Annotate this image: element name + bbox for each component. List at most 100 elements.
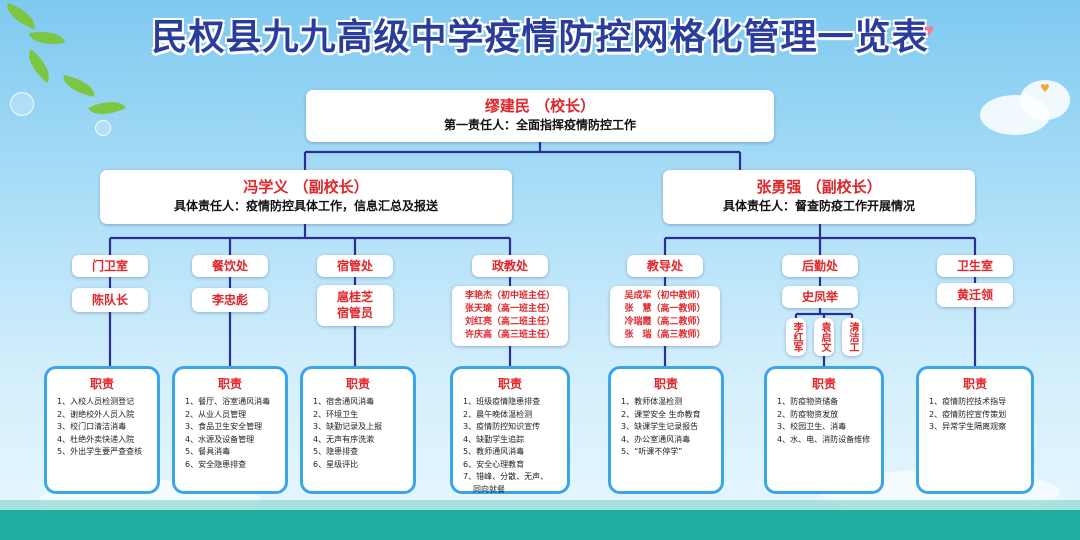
duty-box-logistics: 职责 1、防疫物资储备 2、防疫物资发放 3、校园卫生、消毒 4、水、电、消防设…	[764, 366, 884, 494]
person-box: 扈桂芝 宿管员	[317, 285, 393, 326]
staff-line: 张 慧（高一教师）	[624, 304, 706, 314]
duty-box-academic-affairs: 职责 1、教师体温检测 2、课堂安全 生命教育 3、缺课学生记录报告 4、办公室…	[608, 366, 724, 494]
person-box: 李忠彪	[192, 288, 268, 312]
dept-logistics: 后勤处	[782, 255, 858, 277]
duty-box-clinic: 职责 1、疫情防控技术指导 2、疫情防控宣传策划 3、异常学生隔离观察	[916, 366, 1034, 494]
duty-item: 2、防疫物资发放	[777, 409, 839, 419]
duty-item: 4、杜绝外卖快递入院	[57, 434, 135, 444]
logistics-sub-name: 袁启文	[819, 322, 830, 352]
principal-box: 缪建民 （校长） 第一责任人：全面指挥疫情防控工作	[306, 90, 774, 142]
duty-item: 2、课堂安全 生命教育	[621, 409, 701, 419]
logistics-sub-box: 袁启文	[814, 318, 834, 356]
duty-box-gatehouse: 职责 1、入校人员检测登记 2、谢绝校外人员入院 3、校门口清洁消毒 4、杜绝外…	[44, 366, 160, 494]
vice-principal-box: 张勇强 （副校长） 具体责任人：督查防疫工作开展情况	[663, 170, 975, 224]
duty-item: 5、隐患排查	[313, 447, 359, 456]
duty-title: 职责	[217, 377, 242, 391]
duty-item: 2、从业人员管理	[185, 409, 247, 419]
vice-principal-name: 冯学义 （副校长）	[243, 178, 369, 196]
duty-box-political-education: 职责 1、班级疫情隐患排查 2、晨午晚体温检测 3、疫情防控知识宣传 4、缺勤学…	[450, 366, 570, 494]
staff-line: 张 瑞（高三教师）	[624, 330, 706, 340]
duty-title: 职责	[345, 377, 370, 391]
person-role: 宿管员	[336, 306, 373, 320]
staff-box: 李艳杰（初中班主任） 张天瑜（高一班主任） 刘红亮（高二班主任） 许庆高（高三班…	[452, 286, 568, 346]
duty-item: 1、班级疫情隐患排查	[463, 397, 541, 406]
staff-line: 李艳杰（初中班主任）	[464, 291, 555, 301]
duty-item: 6、星级评比	[313, 459, 359, 469]
duty-item: 同向就餐	[473, 484, 505, 494]
duty-item: 4、办公室通风消毒	[621, 434, 691, 444]
duty-item: 6、安全心理教育	[463, 459, 525, 469]
duty-item: 4、缺勤学生追踪	[463, 434, 525, 444]
duty-box-catering: 职责 1、餐厅、浴室通风消毒 2、从业人员管理 3、食品卫生安全管理 4、水源及…	[172, 366, 288, 494]
duty-item: 1、疫情防控技术指导	[929, 397, 1007, 406]
vice-principal-duty: 具体责任人：疫情防控具体工作，信息汇总及报送	[173, 199, 438, 213]
page-title: 民权县九九高级中学疫情防控网格化管理一览表	[151, 17, 929, 58]
cloud-decoration	[1020, 80, 1070, 120]
principal-name: 缪建民 （校长）	[484, 97, 596, 115]
bottom-band	[0, 510, 1080, 540]
dept-catering: 餐饮处	[192, 255, 268, 277]
duty-item: 4、水、电、消防设备维修	[777, 434, 871, 444]
logistics-sub-name: 李红军	[791, 322, 802, 352]
duty-item: 3、缺课学生记录报告	[621, 422, 699, 431]
heart-decoration: ♥	[1040, 82, 1050, 95]
staff-line: 许庆高（高三班主任）	[464, 330, 555, 340]
duty-title: 职责	[497, 377, 522, 391]
duty-item: 2、环境卫生	[313, 409, 359, 419]
duty-item: 3、校园卫生、消毒	[777, 422, 847, 431]
duty-box-dormitory: 职责 1、宿舍通风消毒 2、环境卫生 3、缺勤记录及上报 4、无声有序洗漱 5、…	[300, 366, 416, 494]
vice-principal-name: 张勇强 （副校长）	[756, 178, 882, 196]
duty-item: 1、宿舍通风消毒	[313, 397, 375, 406]
duty-item: 3、食品卫生安全管理	[185, 422, 263, 431]
duty-item: 3、疫情防控知识宣传	[463, 422, 541, 431]
dept-gatehouse: 门卫室	[72, 255, 148, 277]
duty-item: 2、疫情防控宣传策划	[929, 409, 1007, 419]
logistics-sub-name: 清洁工	[847, 322, 858, 352]
duty-title: 职责	[811, 377, 836, 391]
bubble-decoration	[95, 120, 111, 136]
duty-item: 1、入校人员检测登记	[57, 397, 135, 406]
staff-line: 刘红亮（高二班主任）	[464, 317, 555, 327]
staff-line: 冷瑞霞（高二教师）	[624, 317, 706, 327]
duty-title: 职责	[962, 377, 987, 391]
dept-political-education: 政教处	[472, 255, 548, 277]
duty-item: 2、谢绝校外人员入院	[57, 409, 135, 419]
duty-item: 3、异常学生隔离观察	[929, 422, 1007, 431]
duty-item: 3、缺勤记录及上报	[313, 422, 383, 431]
duty-item: 2、晨午晚体温检测	[463, 409, 533, 419]
duty-item: 4、水源及设备管理	[185, 434, 255, 444]
duty-item: 6、安全隐患排查	[185, 459, 247, 469]
person-name: 扈桂芝	[336, 290, 373, 304]
duty-item: 1、餐厅、浴室通风消毒	[185, 397, 271, 406]
dept-clinic: 卫生室	[937, 255, 1013, 277]
bubble-decoration	[10, 92, 34, 116]
dept-academic-affairs: 教导处	[627, 255, 703, 277]
staff-line: 吴成军（初中教师）	[624, 291, 706, 301]
principal-duty: 第一责任人：全面指挥疫情防控工作	[443, 118, 636, 132]
duty-item: 5、餐具消毒	[185, 447, 231, 456]
person-box: 史凤举	[782, 286, 858, 308]
person-box: 黄迁领	[937, 283, 1013, 307]
duty-title: 职责	[89, 377, 114, 391]
duty-item: 1、防疫物资储备	[777, 397, 839, 406]
duty-item: 4、无声有序洗漱	[313, 434, 375, 444]
vice-principal-duty: 具体责任人：督查防疫工作开展情况	[722, 199, 915, 213]
duty-item: 5、教师通风消毒	[463, 447, 525, 456]
dept-dormitory: 宿管处	[317, 255, 393, 277]
heart-decoration: ♥	[922, 24, 935, 40]
duty-item: 3、校门口清洁消毒	[57, 422, 127, 431]
staff-box: 吴成军（初中教师） 张 慧（高一教师） 冷瑞霞（高二教师） 张 瑞（高三教师）	[610, 286, 720, 346]
person-box: 陈队长	[72, 288, 148, 312]
bottom-band-light	[0, 500, 1080, 510]
duty-item: 5、外出学生要严查查核	[57, 447, 143, 456]
duty-title: 职责	[653, 377, 678, 391]
duty-item: 7、错峰、分散、无声、	[463, 472, 549, 481]
logistics-sub-box: 清洁工	[842, 318, 862, 356]
staff-line: 张天瑜（高一班主任）	[464, 304, 555, 314]
duty-item: 5、“听课不停学”	[621, 447, 683, 456]
duty-item: 1、教师体温检测	[621, 397, 683, 406]
logistics-sub-box: 李红军	[786, 318, 806, 356]
vice-principal-box: 冯学义 （副校长） 具体责任人：疫情防控具体工作，信息汇总及报送	[100, 170, 512, 224]
